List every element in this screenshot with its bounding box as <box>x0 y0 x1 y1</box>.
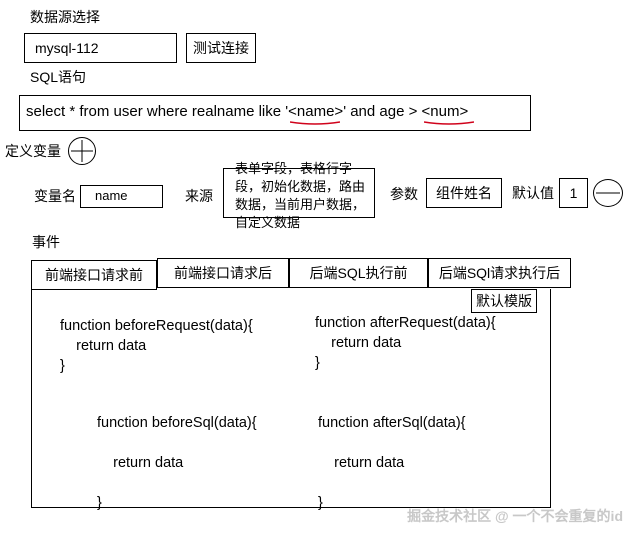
source-select[interactable]: 表单字段，表格行字段，初始化数据，路由数据，当前用户数据，自定义数据 <box>223 161 375 230</box>
source-options: 表单字段，表格行字段，初始化数据，路由数据，当前用户数据，自定义数据 <box>235 161 366 230</box>
after-sql-code: function afterSql(data){ return data } <box>318 415 466 511</box>
events-label: 事件 <box>32 234 60 250</box>
tab-before-sql[interactable]: 后端SQL执行前 <box>289 258 428 288</box>
after-request-code: function afterRequest(data){ return data… <box>315 315 496 371</box>
before-sql-code: function beforeSql(data){ return data } <box>97 415 257 511</box>
sql-param-num: <num> <box>421 103 474 125</box>
datasource-value: mysql-112 <box>35 40 99 56</box>
default-value-input[interactable]: 1 <box>559 178 588 208</box>
param-underline <box>423 121 474 125</box>
variable-name-value: name <box>95 188 128 203</box>
minus-circle-icon[interactable] <box>593 179 623 207</box>
tab-before-request[interactable]: 前端接口请求前 <box>31 260 157 290</box>
datasource-label: 数据源选择 <box>30 9 100 25</box>
sql-text: select * from user where realname like '… <box>26 103 474 125</box>
datasource-select[interactable]: mysql-112 <box>24 33 177 63</box>
param-select[interactable]: 组件姓名 <box>426 178 502 208</box>
sql-param-name-text: <name> <box>288 103 344 120</box>
source-label: 来源 <box>185 188 213 204</box>
param-label: 参数 <box>390 186 418 202</box>
sql-label: SQL语句 <box>30 69 87 85</box>
before-request-code: function beforeRequest(data){ return dat… <box>60 318 253 374</box>
watermark: 掘金技术社区 @ 一个不会重复的id <box>407 508 623 524</box>
sql-param-num-text: <num> <box>421 103 469 120</box>
code-editor-panel[interactable] <box>31 289 551 508</box>
sql-prefix: select * from user where realname like ' <box>26 103 289 120</box>
sql-input[interactable]: select * from user where realname like '… <box>19 95 531 131</box>
plus-circle-icon[interactable] <box>68 137 96 165</box>
tab-after-request[interactable]: 前端接口请求后 <box>157 258 289 288</box>
test-connection-button[interactable]: 测试连接 <box>186 33 256 63</box>
variable-name-input[interactable]: name <box>80 185 163 208</box>
param-underline <box>290 121 341 125</box>
define-variable-label: 定义变量 <box>5 143 61 159</box>
default-template-button[interactable]: 默认模版 <box>471 289 537 313</box>
sql-param-name: <name> <box>288 103 344 125</box>
sql-middle: ' and age > <box>343 103 422 120</box>
default-value-label: 默认值 <box>512 185 554 201</box>
variable-name-label: 变量名 <box>34 188 76 204</box>
tab-after-sql[interactable]: 后端SQl请求执行后 <box>428 258 571 288</box>
